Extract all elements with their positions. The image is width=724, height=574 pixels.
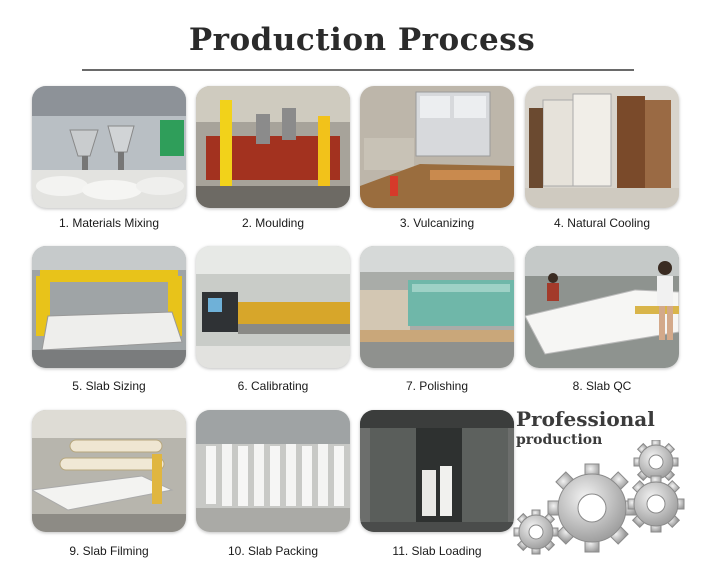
step-caption: 2. Moulding [241,216,305,230]
slab-sizing-photo [32,246,186,368]
step-caption: 7. Polishing [405,379,469,393]
slab-packing-photo [196,410,350,532]
natural-cooling-photo [525,86,679,208]
professional-title: Professional [516,407,655,431]
polishing-photo [360,246,514,368]
step-caption: 10. Slab Packing [227,544,319,558]
vulcanizing-photo [360,86,514,208]
moulding-photo [196,86,350,208]
slab-loading-photo [360,410,514,532]
step-caption: 5. Slab Sizing [72,379,146,393]
step-caption: 6. Calibrating [237,379,309,393]
page-title: Production Process [188,22,536,58]
title-underline [82,69,634,71]
gears-icon [513,440,685,555]
materials-mixing-photo [32,86,186,208]
step-caption: 8. Slab QC [572,379,632,393]
step-caption: 1. Materials Mixing [58,216,160,230]
step-caption: 11. Slab Loading [392,544,482,558]
step-caption: 9. Slab Filming [69,544,149,558]
production-subtitle: production [516,432,603,448]
slab-filming-photo [32,410,186,532]
calibrating-photo [196,246,350,368]
slab-qc-photo [525,246,679,368]
step-caption: 4. Natural Cooling [553,216,651,230]
step-caption: 3. Vulcanizing [399,216,475,230]
